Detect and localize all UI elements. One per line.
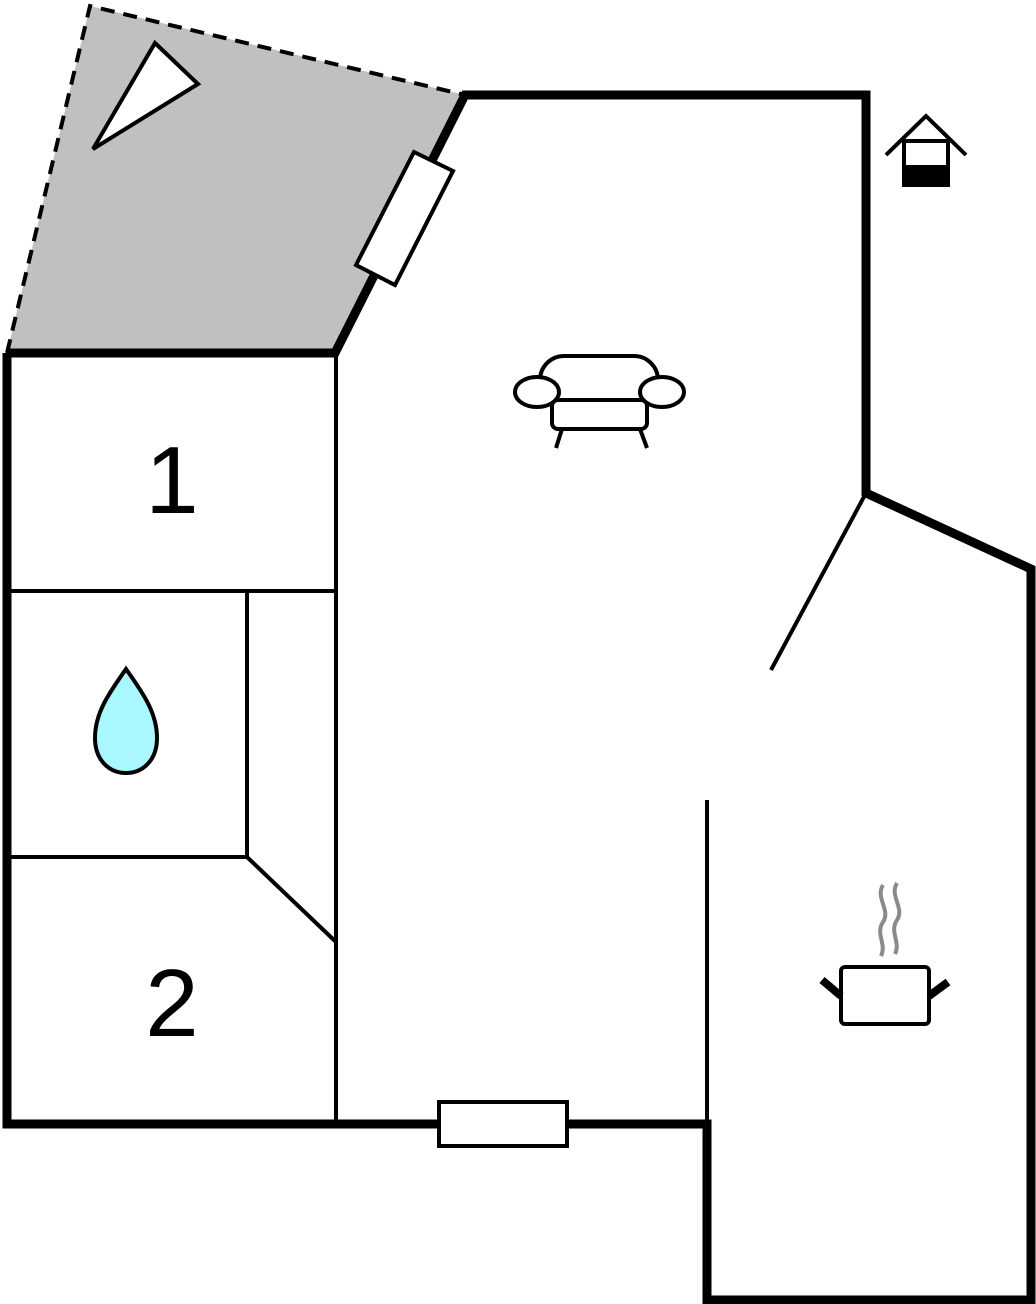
house-ground-floor-icon: [884, 113, 968, 187]
interior-walls: [7, 353, 868, 1124]
triangle-icon: [91, 39, 202, 151]
window-terrace: [353, 149, 456, 288]
windows: [353, 149, 569, 1148]
house-ground-floor-fill: [904, 165, 948, 185]
armchair-left-arm: [513, 375, 561, 409]
house-roof: [884, 113, 968, 157]
steam-right: [892, 881, 902, 955]
armchair-seat: [550, 398, 649, 431]
wall-kitchen-diagonal: [769, 492, 868, 671]
window-south: [437, 1100, 569, 1148]
armchair-right-leg: [638, 428, 649, 449]
steam-left: [878, 883, 888, 957]
armchair-right-arm: [638, 375, 686, 409]
armchair-icon: [513, 354, 686, 449]
room-label-bedroom-2: 2: [145, 950, 198, 1057]
terrace: [5, 3, 466, 354]
cooking-pot-icon: [819, 881, 951, 1026]
terrace-area: [7, 6, 465, 353]
pot-right-handle: [926, 978, 951, 1000]
room-label-bedroom-1: 1: [145, 427, 198, 534]
armchair-left-leg: [554, 428, 564, 449]
terrace-dashed-edge: [5, 3, 466, 354]
pot-left-handle: [819, 976, 844, 1000]
pot-body: [839, 965, 931, 1026]
water-drop-icon: [92, 665, 160, 776]
wall-closet-diagonal: [245, 855, 338, 944]
